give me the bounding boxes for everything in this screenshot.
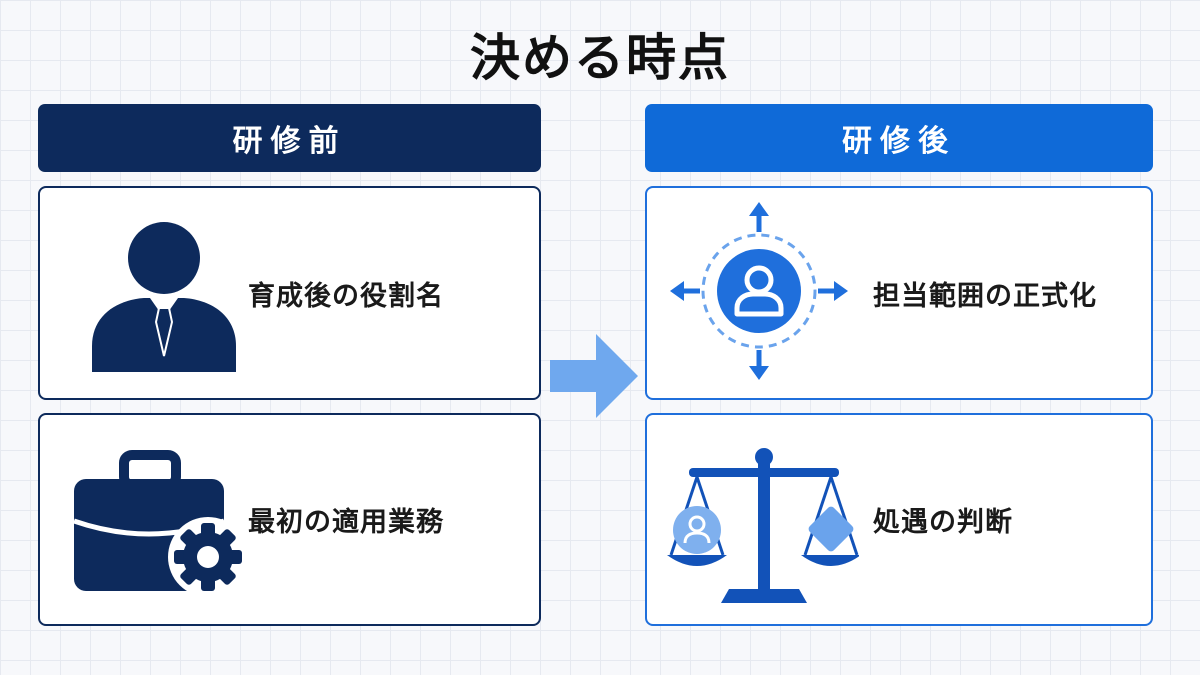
role-name-label: 育成後の役割名 xyxy=(248,280,444,312)
user-expand-arrows-icon xyxy=(670,202,848,380)
businessman-icon xyxy=(92,222,236,372)
page-title: 決める時点 xyxy=(470,29,730,87)
after-training-header: 研修後 xyxy=(645,104,1153,172)
first-task-label: 最初の適用業務 xyxy=(248,507,444,538)
before-training-header: 研修前 xyxy=(38,104,541,172)
briefcase-gear-icon xyxy=(73,450,248,597)
scope-formalization-label: 担当範囲の正式化 xyxy=(873,280,1097,312)
before-card-first-task: 最初の適用業務 xyxy=(38,413,541,626)
treatment-decision-label: 処遇の判断 xyxy=(873,507,1013,538)
before-card-role-name: 育成後の役割名 xyxy=(38,186,541,400)
right-arrow-icon xyxy=(550,334,638,418)
balance-scale-icon xyxy=(667,448,859,603)
after-card-scope: 担当範囲の正式化 xyxy=(645,186,1153,400)
after-card-treatment: 処遇の判断 xyxy=(645,413,1153,626)
